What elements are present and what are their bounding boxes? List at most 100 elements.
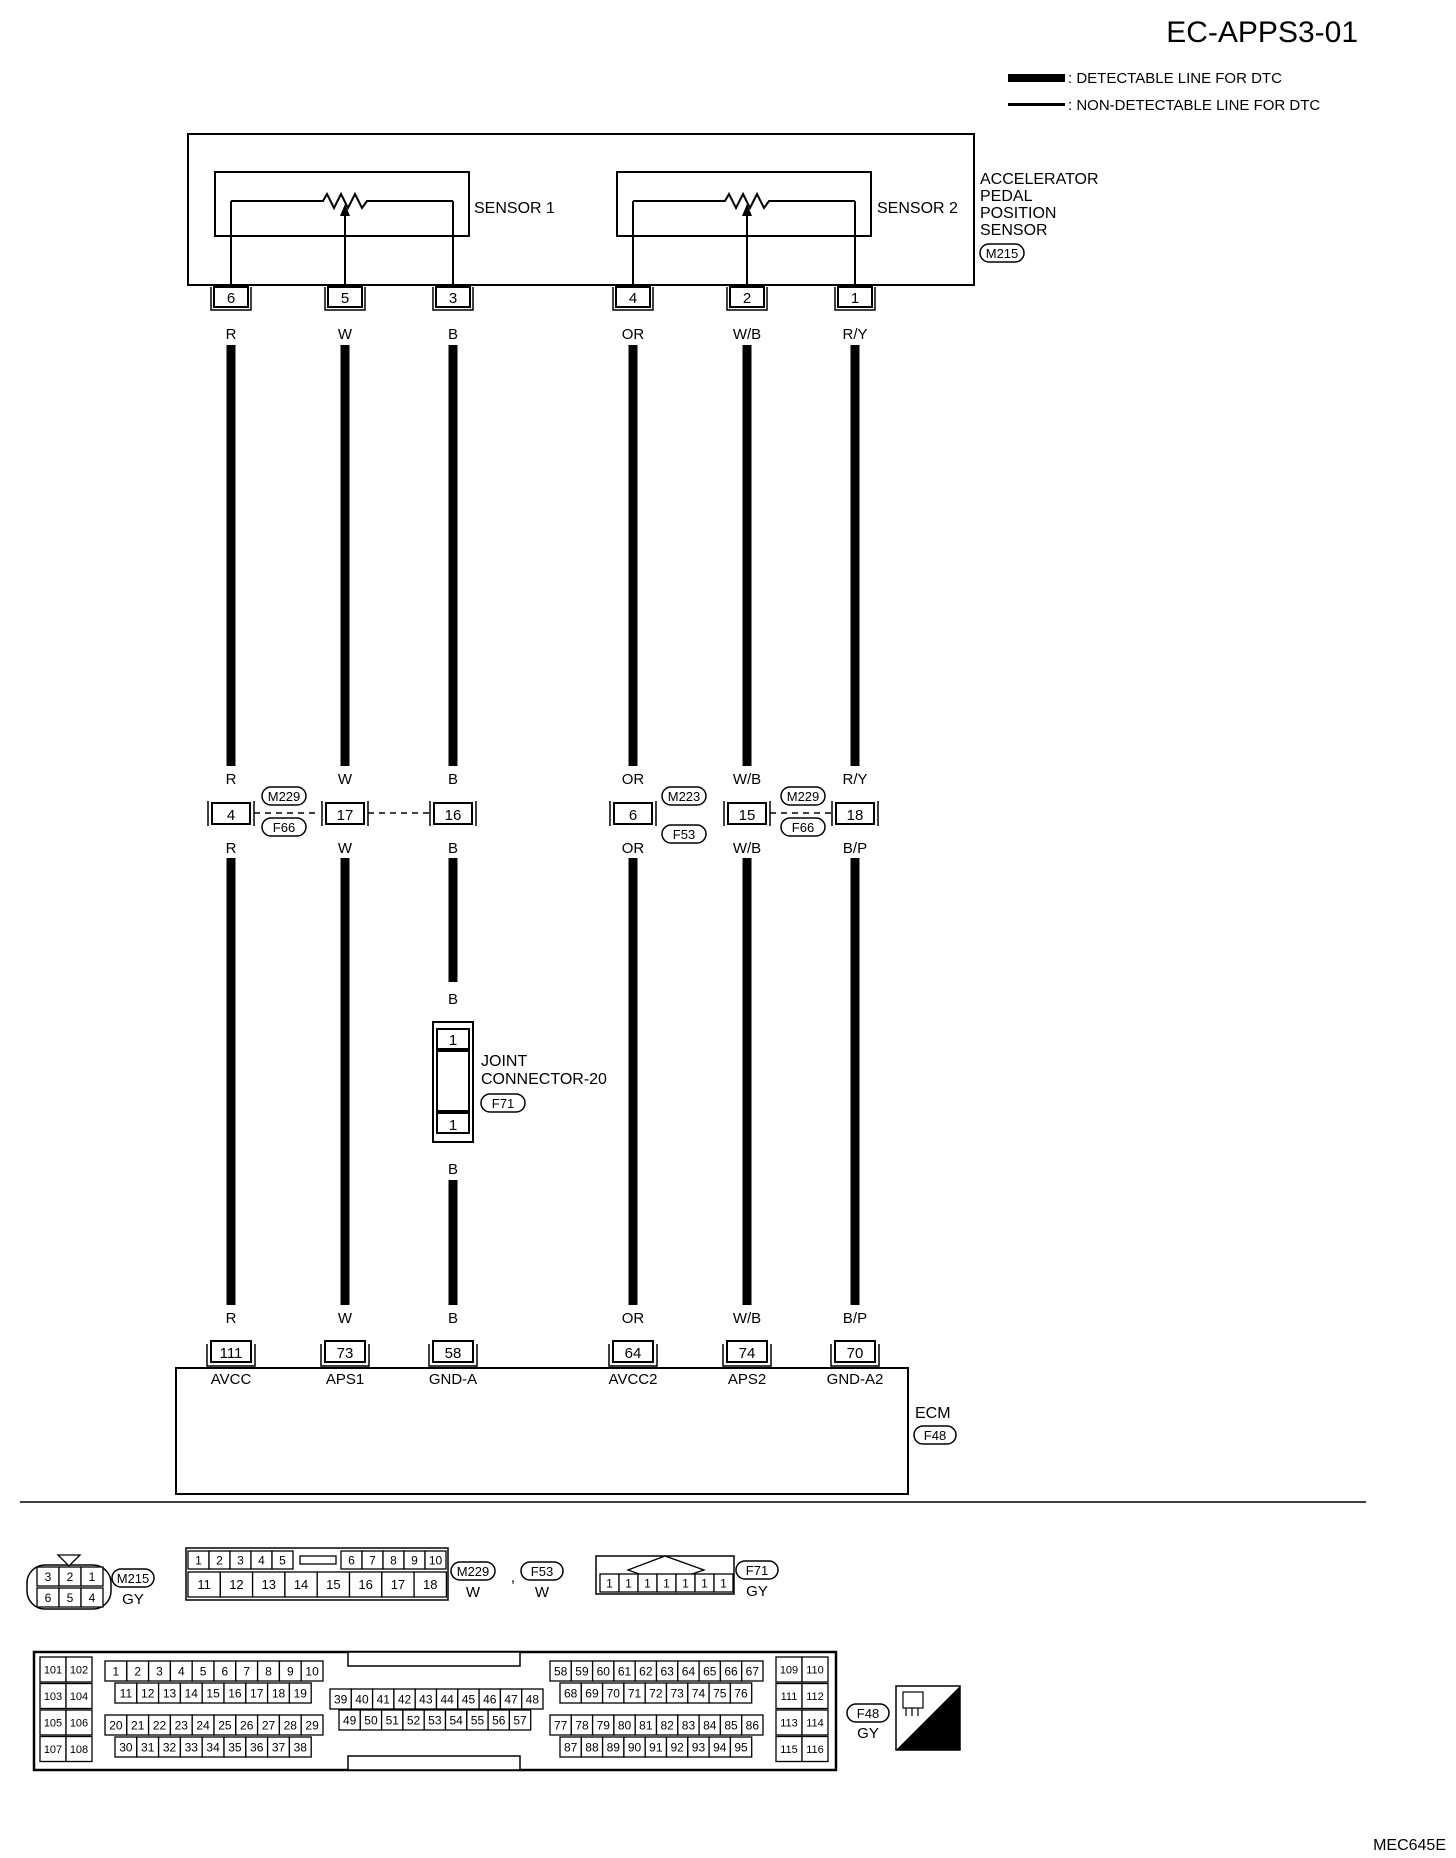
f48-pin: 53 [428,1713,442,1727]
f71-tag: F71 [746,1563,768,1578]
f48-pin-cell [801,1735,829,1763]
sensor2-wiper-arrow [742,204,752,216]
f48-pin: 5 [200,1664,207,1678]
hs-badge-connector-legs [905,1708,919,1716]
f48-pin: 18 [272,1686,286,1700]
f48-pin: 82 [660,1718,674,1732]
f48-pin-cell [65,1735,93,1763]
f48-pin: 14 [185,1686,199,1700]
f48-pin: 20 [109,1718,123,1732]
f48-pin: 106 [70,1717,88,1729]
f48-pin-cell [775,1656,803,1683]
sensor-pin-number: 5 [341,290,349,307]
f48-pin: 83 [682,1718,696,1732]
sensor-label-line1: ACCELERATOR [980,171,1099,188]
sensor-label-line2: PEDAL [980,188,1033,205]
f48-pin: 102 [70,1664,88,1676]
mid-pin-bracket [609,801,657,826]
sensor-label-line3: POSITION [980,205,1056,222]
f48-pin: 12 [141,1686,155,1700]
f48-pin-cell [65,1682,93,1710]
joint-pin-bottom-box [436,1112,470,1134]
f48-pin: 13 [163,1686,177,1700]
wire-color-mid-lower: OR [622,840,645,857]
f48-pin: 60 [597,1664,611,1678]
sensor-pin-box [837,286,873,308]
m229-pin: 16 [358,1577,372,1592]
ecm-pin-bracket [320,1344,370,1367]
f71-pin: 1 [682,1576,689,1590]
ecm-pin-number: 58 [445,1345,462,1362]
sensor-pin-number: 2 [743,290,751,307]
f48-pin: 108 [70,1744,88,1756]
m215-pin: 5 [67,1591,74,1605]
f48-pin: 74 [692,1686,706,1700]
f48-pin: 36 [250,1740,264,1754]
f48-pin: 44 [440,1692,454,1706]
sensor-pin-number: 1 [851,290,859,307]
f48-pin: 9 [287,1664,294,1678]
f48-pin-cell [801,1656,829,1683]
mid-connector-tags: M229 F66 M223 F53 M229 F66 [261,786,826,844]
joint-pin-top: 1 [449,1032,457,1049]
m229-pin: 2 [216,1553,223,1567]
wire-color-top: W [338,326,353,343]
f48-pin: 8 [265,1664,272,1678]
sensor1-label: SENSOR 1 [474,200,555,217]
wire-color-bottom: W/B [733,1310,761,1327]
tag-f66-a: F66 [273,820,295,835]
mid-pin-number: 15 [739,807,756,824]
f48-pin: 52 [407,1713,421,1727]
f48-pin: 92 [670,1740,684,1754]
ecm-pin-box [726,1340,768,1363]
f48-pin: 79 [597,1718,611,1732]
f48-pin-cell [775,1709,803,1736]
m229-pin-cell [187,1571,221,1598]
sensor-pin-box [213,286,249,308]
m229-pin: 1 [195,1553,202,1567]
m229-pin-cell [413,1571,448,1598]
m229-pin: 15 [326,1577,340,1592]
f48-pin: 35 [228,1740,242,1754]
ecm-pin-bracket [608,1344,658,1367]
m229-pin: 5 [279,1553,286,1567]
wire-color-mid-upper: W [338,771,353,788]
m229-pin: 6 [348,1553,355,1567]
wire-color-mid-upper: OR [622,771,645,788]
f48-pin: 110 [806,1664,824,1676]
f48-pin: 68 [564,1686,578,1700]
m215-pin-cell [80,1566,104,1587]
legend-detectable: : DETECTABLE LINE FOR DTC [1068,70,1282,87]
hs-badge-icon: H.S. [895,1685,961,1751]
wire-color-top: OR [622,326,645,343]
f48-pin-cell [741,1660,764,1682]
m229-pin: 3 [237,1553,244,1567]
wire-color-mid-lower: B/P [843,840,867,857]
f48-color: GY [857,1725,879,1742]
f48-pin: 17 [250,1686,264,1700]
f48-pin-cell [39,1709,67,1736]
ecm-connector-tag: F48 [924,1428,946,1443]
f48-tag-outline [846,1703,890,1723]
f48-pin-cell [65,1709,93,1736]
f48-pin-cell [508,1709,532,1731]
joint-bus [436,1050,470,1112]
mid-pin-bracket [429,801,477,826]
f48-pin: 46 [483,1692,497,1706]
f48-pin: 49 [343,1713,357,1727]
f71-pin: 1 [625,1576,632,1590]
ecm-pin-number: 73 [337,1345,354,1362]
m229-separator: , [511,1569,515,1586]
f48-pin: 32 [163,1740,177,1754]
mid-pin-number: 18 [847,807,864,824]
f48-pin: 84 [703,1718,717,1732]
f48-pin: 43 [419,1692,433,1706]
f48-pin: 57 [513,1713,527,1727]
joint-connector-body [432,1021,474,1143]
hs-badge-connector-icon [902,1691,924,1709]
f48-pin: 19 [294,1686,308,1700]
ecm-pin-box [432,1340,474,1363]
